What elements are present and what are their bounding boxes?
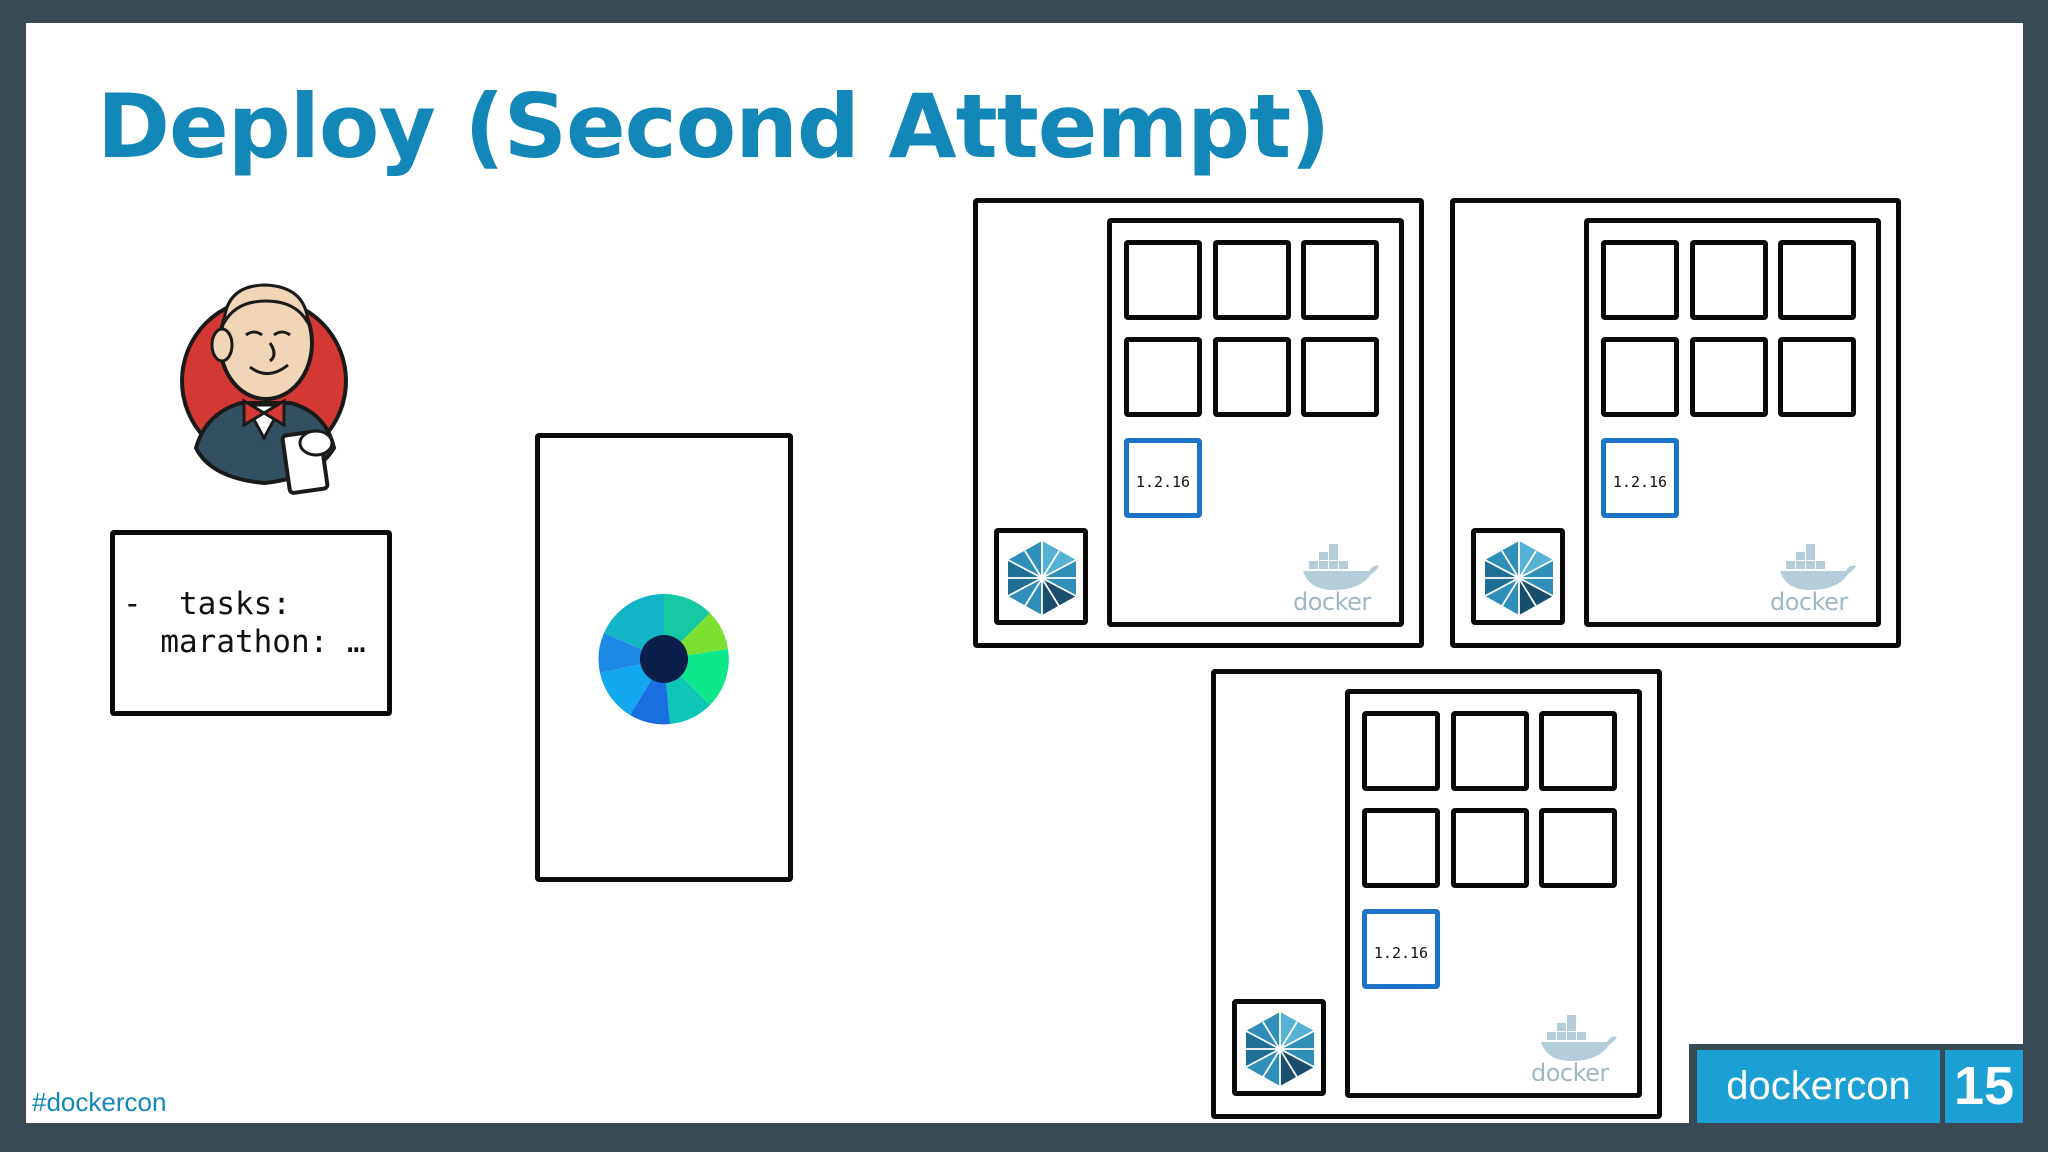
container-slot [1778, 240, 1856, 320]
engine-label: docker [1531, 1059, 1609, 1087]
deploy-config-code: - tasks: marathon: … [123, 585, 366, 661]
docker-whale-icon: docker [1770, 544, 1856, 616]
code-line: - tasks: [123, 586, 291, 622]
container-slot [1601, 337, 1679, 417]
scheduler-box [535, 433, 793, 882]
version-tag: 1.2.16 [1373, 944, 1429, 962]
container-slot [1601, 240, 1679, 320]
container-slot [1690, 337, 1768, 417]
docker-whale-icon: docker [1531, 1015, 1617, 1087]
version-tag: 1.2.16 [1612, 473, 1668, 491]
engine-label: docker [1770, 588, 1848, 616]
container-slot [1213, 337, 1291, 417]
container-slot [1301, 240, 1379, 320]
container-slot [1778, 337, 1856, 417]
brand-name: dockercon [1697, 1050, 1940, 1123]
container-slot [1451, 808, 1529, 888]
host-frame [1450, 198, 1901, 648]
version-container: 1.2.16 [1362, 909, 1440, 989]
deploy-config-box: - tasks: marathon: … [110, 530, 392, 716]
event-hashtag: #dockercon [32, 1087, 167, 1117]
engine-label: docker [1293, 588, 1371, 616]
color-wheel-icon [598, 593, 729, 725]
host-node-3: 1.2.16 docker [1211, 669, 1662, 1119]
hexagon-cube-icon [1484, 541, 1554, 615]
host-node-1: 1.2.16 docker [973, 198, 1424, 648]
host-frame [973, 198, 1424, 648]
container-slot [1213, 240, 1291, 320]
docker-whale-icon: docker [1293, 544, 1379, 616]
version-container: 1.2.16 [1124, 438, 1202, 518]
container-grid [1107, 218, 1404, 627]
container-slot [1124, 337, 1202, 417]
slide-title: Deploy (Second Attempt) [97, 75, 1330, 178]
version-tag: 1.2.16 [1135, 473, 1191, 491]
brand-year: 15 [1945, 1050, 2023, 1123]
hexagon-cube-icon [1007, 541, 1077, 615]
agent-box [1471, 528, 1565, 625]
container-slot [1539, 808, 1617, 888]
jenkins-butler-icon [180, 283, 348, 495]
container-slot [1451, 711, 1529, 791]
container-slot [1124, 240, 1202, 320]
container-slot [1362, 808, 1440, 888]
container-slot [1690, 240, 1768, 320]
agent-box [994, 528, 1088, 625]
host-frame [1211, 669, 1662, 1119]
slide: Deploy (Second Attempt) - tasks: maratho… [26, 23, 2023, 1123]
container-grid [1345, 689, 1642, 1098]
dockercon-brand-logo: dockercon 15 [1689, 1044, 2023, 1123]
version-container: 1.2.16 [1601, 438, 1679, 518]
agent-box [1232, 999, 1326, 1096]
hexagon-cube-icon [1245, 1012, 1315, 1086]
host-node-2: 1.2.16 docker [1450, 198, 1901, 648]
container-slot [1301, 337, 1379, 417]
container-slot [1362, 711, 1440, 791]
code-line: marathon: … [123, 624, 366, 660]
container-slot [1539, 711, 1617, 791]
container-grid [1584, 218, 1881, 627]
